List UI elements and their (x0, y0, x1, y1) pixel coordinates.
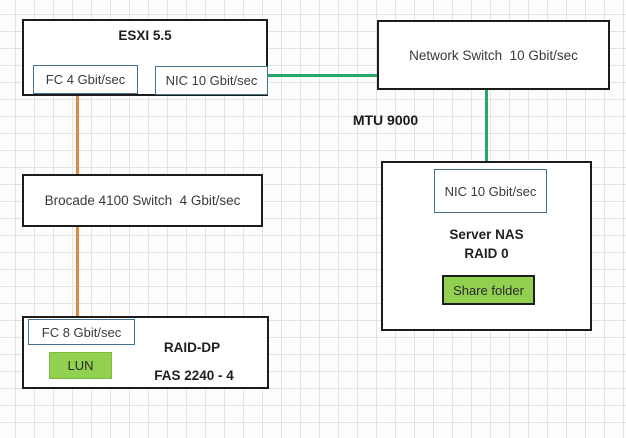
fc-link-brocade-to-fas (76, 227, 79, 316)
nas-title-line2: RAID 0 (464, 246, 509, 261)
node-server-nas: NIC 10 Gbit/sec Server NAS RAID 0 Share … (381, 161, 592, 331)
network-switch-label: Network Switch 10 Gbit/sec (409, 47, 578, 63)
nas-title-line1: Server NAS (449, 227, 524, 242)
fas-lun: LUN (49, 352, 112, 379)
nas-share-folder: Share folder (442, 275, 535, 305)
esxi-title: ESXI 5.5 (118, 28, 172, 43)
node-brocade-switch: Brocade 4100 Switch 4 Gbit/sec (22, 174, 263, 227)
node-network-switch: Network Switch 10 Gbit/sec (377, 20, 610, 90)
mtu-label: MTU 9000 (352, 112, 419, 128)
node-esxi-host: ESXI 5.5 FC 4 Gbit/sec NIC 10 Gbit/sec (22, 19, 268, 96)
esxi-fc-port: FC 4 Gbit/sec (33, 65, 138, 94)
fas-title-line1: RAID-DP (163, 340, 221, 355)
ethernet-link-switch-to-nas (485, 90, 488, 161)
node-fas-storage: FC 8 Gbit/sec LUN RAID-DP FAS 2240 - 4 (22, 316, 269, 389)
esxi-nic-port: NIC 10 Gbit/sec (155, 66, 268, 95)
ethernet-link-esxi-to-switch (267, 74, 377, 77)
fas-title-line2: FAS 2240 - 4 (154, 368, 234, 383)
fc-link-esxi-to-brocade (76, 92, 79, 174)
nas-nic-port: NIC 10 Gbit/sec (434, 169, 547, 213)
fas-fc-port: FC 8 Gbit/sec (28, 319, 135, 345)
brocade-switch-label: Brocade 4100 Switch 4 Gbit/sec (44, 193, 241, 208)
